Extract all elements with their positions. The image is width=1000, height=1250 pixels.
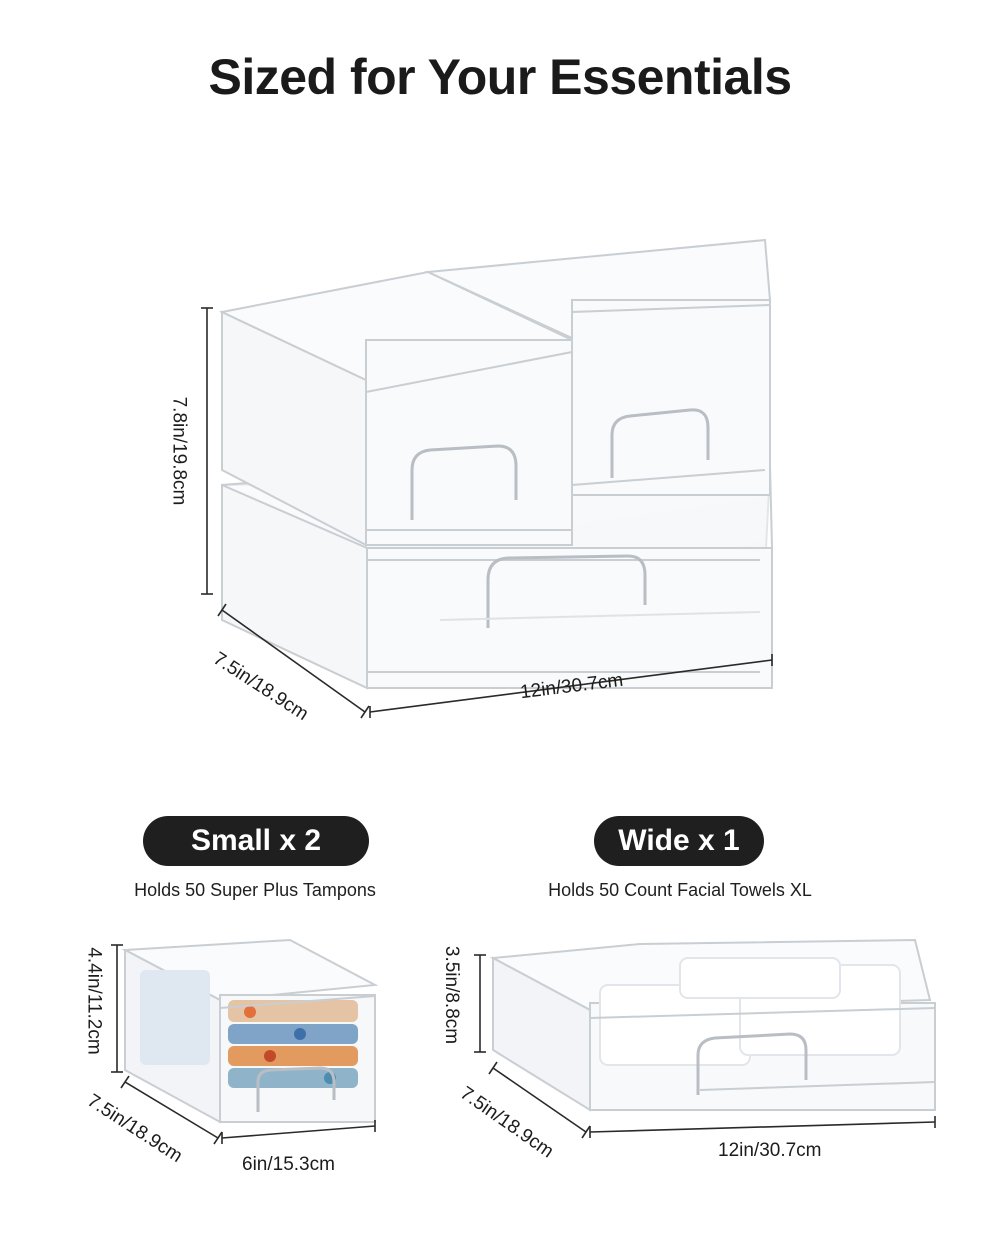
small-drawer-single: [125, 940, 375, 1122]
small-badge: Small x 2: [143, 816, 369, 866]
small-height-label: 4.4in/11.2cm: [83, 947, 105, 1055]
main-height-label: 7.8in/19.8cm: [168, 396, 190, 506]
wide-dimension-lines: [474, 954, 936, 1139]
small-caption: Holds 50 Super Plus Tampons: [134, 880, 376, 900]
facial-towels: [600, 958, 900, 1065]
stacked-drawer-set: [222, 240, 772, 688]
main-dimension-lines: [201, 307, 773, 719]
small-drawer-top-left: [222, 272, 572, 545]
wide-caption: Holds 50 Count Facial Towels XL: [548, 880, 812, 900]
wide-badge: Wide x 1: [594, 816, 764, 866]
wide-drawer-single: [493, 940, 935, 1110]
wide-height-label: 3.5in/8.8cm: [441, 945, 463, 1045]
small-width-label: 6in/15.3cm: [242, 1154, 335, 1175]
wide-width-label: 12in/30.7cm: [718, 1140, 822, 1161]
small-dimension-lines: [111, 944, 376, 1145]
small-drawer-top-right: [428, 240, 770, 495]
page-title: Sized for Your Essentials: [208, 49, 792, 105]
